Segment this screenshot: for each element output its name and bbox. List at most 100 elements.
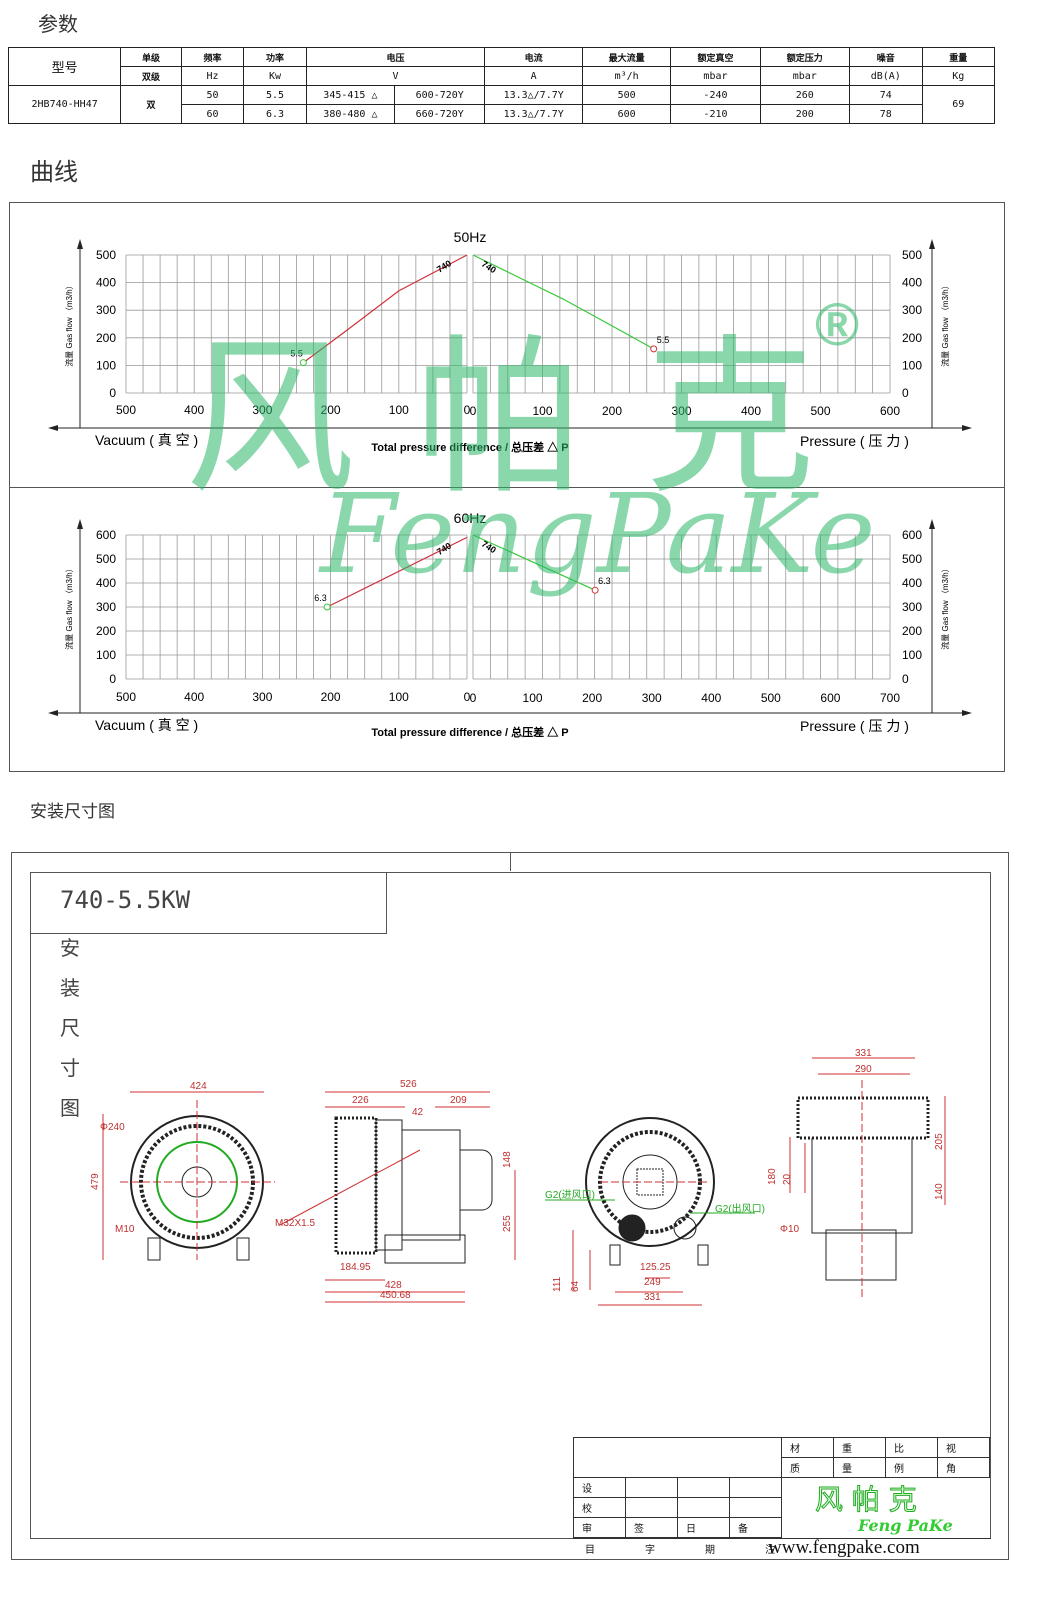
- char: 安: [60, 936, 80, 960]
- y-tick-right: 200: [902, 331, 922, 345]
- dim-label: 64: [570, 1280, 581, 1292]
- curve-pressure: [472, 534, 596, 591]
- tb-cell: 设: [573, 1477, 626, 1498]
- dim-label: 125.25: [640, 1262, 671, 1273]
- dim-label: 180: [767, 1168, 778, 1185]
- y-axis-label-right: 流量 Gas flow （m3/h）: [940, 564, 950, 649]
- cell: 380-480 △: [305, 104, 396, 124]
- tb-cell: 备: [729, 1517, 782, 1538]
- dim-label: 209: [450, 1095, 467, 1106]
- curve-name-label: 740: [480, 539, 498, 555]
- x-tick-pressure: 0: [470, 404, 477, 418]
- pressure-label: Pressure ( 压 力 ): [800, 718, 909, 734]
- top-view-dims: 331 290 205 180 20 140 Φ10: [767, 1048, 945, 1235]
- x-tick-vacuum: 500: [116, 403, 136, 417]
- y-tick-right: 100: [902, 358, 922, 372]
- tb-cell: 质: [781, 1457, 834, 1478]
- y-tick-left: 0: [109, 386, 116, 400]
- x-axis-label: Total pressure difference / 总压差 △ P: [371, 440, 568, 454]
- y-tick-left: 300: [96, 600, 116, 614]
- curve-name-label: 740: [480, 259, 498, 275]
- dim-label: 226: [352, 1095, 369, 1106]
- curve-end-label: 6.3: [598, 576, 611, 586]
- y-tick-left: 100: [96, 358, 116, 372]
- tb-cell: 角: [937, 1457, 990, 1478]
- vacuum-label: Vacuum ( 真 空 ): [95, 717, 198, 733]
- tb-cell: 材: [781, 1437, 834, 1458]
- stage-cell: 双: [120, 85, 182, 124]
- tb-cell: 例: [885, 1457, 938, 1478]
- dim-label: 205: [934, 1133, 945, 1150]
- front-view: [102, 1091, 275, 1261]
- x-tick-pressure: 300: [642, 691, 662, 705]
- x-tick-vacuum: 100: [389, 403, 409, 417]
- y-tick-right: 100: [902, 648, 922, 662]
- x-tick-pressure: 600: [820, 691, 840, 705]
- drawing-outer-frame: [11, 852, 1009, 1560]
- technical-drawings: 424 Φ240 479 M10 526 226 209 42 148 255 …: [90, 1048, 946, 1306]
- website-link[interactable]: www.fengpake.com: [768, 1537, 920, 1558]
- curve-name-label: 740: [435, 541, 453, 557]
- table-row: 2HB740-HH47 双 50 5.5 345-415 △ 600-720Y …: [7, 85, 996, 124]
- y-tick-left: 200: [96, 331, 116, 345]
- dim-label: 428: [385, 1280, 402, 1291]
- title-block-logo-cn: 风 帕 克: [815, 1483, 918, 1517]
- chart-title: 50Hz: [454, 229, 487, 245]
- dim-label: M32X1.5: [275, 1218, 315, 1229]
- y-tick-right: 300: [902, 600, 922, 614]
- title-block-sign: 设 校 审签日备: [573, 1477, 782, 1538]
- frame-line: [510, 852, 1008, 871]
- y-tick-left: 200: [96, 624, 116, 638]
- frame-line: [11, 852, 510, 871]
- dim-label: 42: [412, 1107, 424, 1118]
- x-tick-pressure: 100: [532, 404, 552, 418]
- cell: 60: [180, 104, 245, 124]
- tb-cell: 签: [625, 1517, 678, 1538]
- y-tick-left: 500: [96, 552, 116, 566]
- tb-foot: 期: [705, 1545, 715, 1556]
- x-tick-vacuum: 300: [252, 403, 272, 417]
- axis-arrow-icon: [77, 239, 935, 249]
- x-tick-pressure: 700: [880, 691, 900, 705]
- tb-cell: 重: [833, 1437, 886, 1458]
- dim-label: 20: [782, 1173, 793, 1185]
- outlet-label: G2(出风口): [715, 1202, 765, 1215]
- x-tick-pressure: 400: [741, 404, 761, 418]
- y-tick-right: 400: [902, 276, 922, 290]
- y-tick-right: 400: [902, 576, 922, 590]
- x-tick-vacuum: 200: [321, 403, 341, 417]
- dim-label: 249: [644, 1277, 661, 1288]
- cell: 13.3△/7.7Y: [484, 104, 583, 124]
- tb-foot: 目: [585, 1545, 595, 1556]
- curve-vacuum: [326, 536, 468, 608]
- dim-label: M10: [115, 1224, 135, 1235]
- weight-cell: 69: [921, 85, 996, 124]
- y-tick-left: 300: [96, 303, 116, 317]
- x-tick-pressure: 400: [701, 691, 721, 705]
- x-axis-label: Total pressure difference / 总压差 △ P: [371, 725, 568, 739]
- y-tick-left: 400: [96, 576, 116, 590]
- pressure-label: Pressure ( 压 力 ): [800, 433, 909, 449]
- x-tick-pressure: 300: [671, 404, 691, 418]
- performance-charts: 0 0 100 100 200 200 300 300 400 400 500 500 500 400 30…: [48, 229, 972, 739]
- x-tick-pressure: 0: [470, 691, 477, 705]
- back-view: [545, 1117, 755, 1306]
- cell: 200: [759, 104, 850, 124]
- y-tick-right: 0: [902, 672, 909, 686]
- y-tick-right: 500: [902, 552, 922, 566]
- dim-label: 450.68: [380, 1290, 411, 1301]
- dim-label: 424: [190, 1081, 207, 1092]
- curve-end-marker: [650, 345, 658, 353]
- x-tick-pressure: 200: [602, 404, 622, 418]
- y-axis-label-left: 流量 Gas flow （m3/h）: [64, 281, 74, 366]
- dim-label: 111: [552, 1276, 563, 1292]
- x-tick-vacuum: 500: [116, 690, 136, 704]
- curve-pressure: [472, 254, 654, 350]
- dim-label: 479: [90, 1173, 101, 1190]
- tb-cell: 量: [833, 1457, 886, 1478]
- y-axis-label-left: 流量 Gas flow （m3/h）: [64, 564, 74, 649]
- dim-label: 331: [855, 1048, 872, 1059]
- curve-end-label: 6.3: [314, 593, 327, 603]
- back-view-dims: G2(进风口) G2(出风口) 125.25 249 331 111 64: [545, 1189, 765, 1303]
- y-tick-left: 100: [96, 648, 116, 662]
